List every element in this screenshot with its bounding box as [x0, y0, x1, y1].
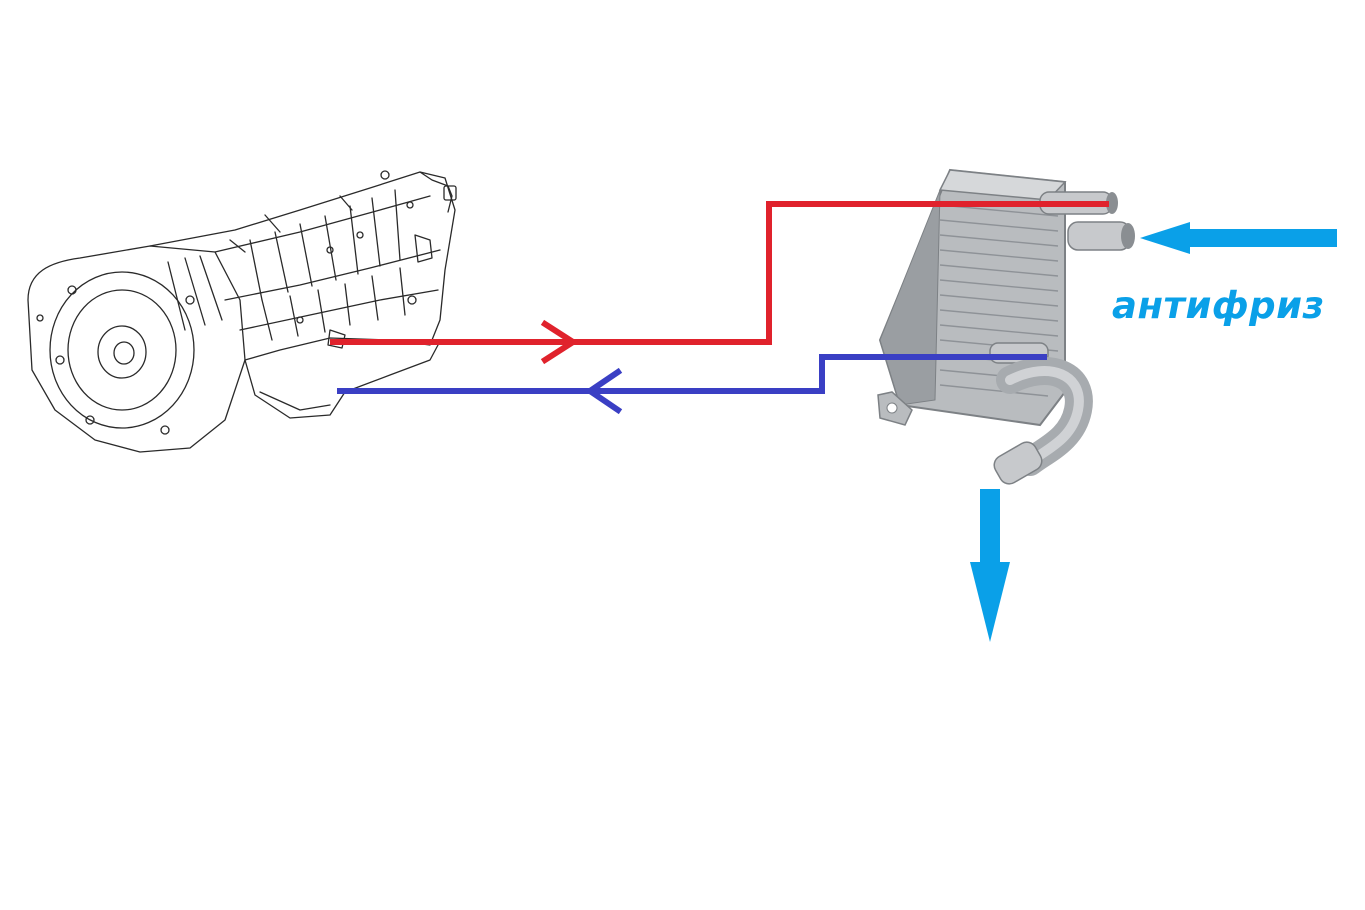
return-oil-line	[337, 354, 1047, 415]
return-flow-arrowhead	[584, 367, 623, 415]
coolant-outlet-arrow	[970, 489, 1010, 642]
hot-oil-line	[330, 201, 1109, 365]
transmission-illustration	[27, 170, 457, 453]
coolant-inlet-arrow	[1140, 222, 1337, 254]
oil-cooler-illustration	[877, 168, 1135, 485]
coolant-label: антифриз	[1112, 284, 1325, 327]
hot-flow-arrowhead	[540, 319, 579, 365]
